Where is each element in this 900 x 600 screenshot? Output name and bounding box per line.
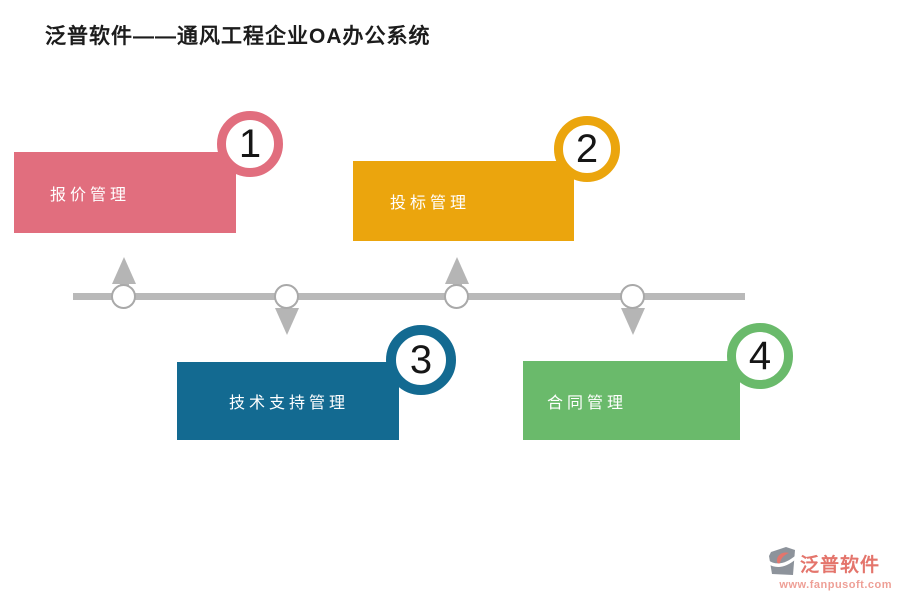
step-label: 技术支持管理 <box>229 395 350 412</box>
arrow-up-icon <box>445 257 469 284</box>
step-number: 4 <box>748 334 772 378</box>
brand-website: www.fanpusoft.com <box>779 579 892 591</box>
step-number: 1 <box>238 122 262 166</box>
step-box-bidding: 投标管理 <box>353 161 574 241</box>
step-box-contract: 合同管理 <box>523 361 740 440</box>
step-badge-1: 1 <box>217 111 283 177</box>
step-number: 2 <box>575 127 599 171</box>
step-badge-4: 4 <box>727 323 793 389</box>
timeline-line <box>73 293 745 300</box>
step-badge-3: 3 <box>386 325 456 395</box>
timeline-node-4 <box>620 284 645 309</box>
arrow-down-icon <box>621 308 645 335</box>
step-label: 投标管理 <box>390 195 471 212</box>
step-box-tech-support: 技术支持管理 <box>177 362 399 440</box>
step-number: 3 <box>409 338 433 382</box>
step-box-quotation: 报价管理 <box>14 152 236 233</box>
step-label: 合同管理 <box>547 394 628 412</box>
page-title: 泛普软件——通风工程企业OA办公系统 <box>45 25 431 48</box>
fanpu-logo-icon <box>768 547 796 575</box>
arrow-up-icon <box>112 257 136 284</box>
brand-name: 泛普软件 <box>800 555 881 576</box>
footer-logo: 泛普软件 www.fanpusoft.com <box>766 546 892 591</box>
timeline-node-2 <box>274 284 299 309</box>
timeline-node-1 <box>111 284 136 309</box>
step-label: 报价管理 <box>50 186 131 204</box>
arrow-down-icon <box>275 308 299 335</box>
step-badge-2: 2 <box>554 116 620 182</box>
timeline-node-3 <box>444 284 469 309</box>
